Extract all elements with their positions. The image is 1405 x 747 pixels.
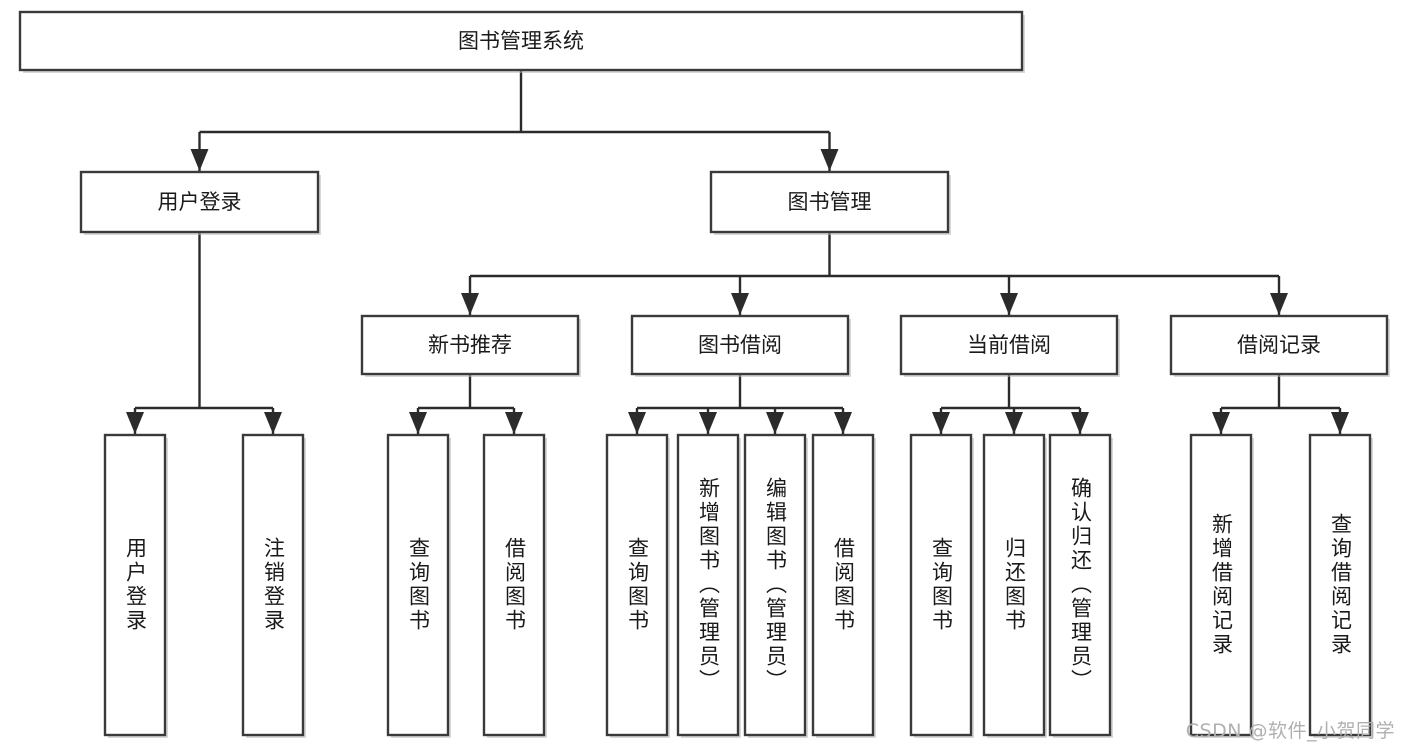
arrow-into-leaf-add-record xyxy=(1212,412,1230,434)
arrow-into-borrow-record xyxy=(1270,293,1288,315)
arrow-into-leaf-query-record xyxy=(1331,412,1349,434)
node-box-leaf-logout[interactable] xyxy=(241,433,305,737)
node-label-root: 图书管理系统 xyxy=(458,29,584,53)
arrow-into-leaf-user-login xyxy=(126,412,144,434)
node-label-new-book-rec: 新书推荐 xyxy=(428,333,512,357)
arrow-into-leaf-query-book-1 xyxy=(409,412,427,434)
arrow-into-leaf-return-book xyxy=(1005,412,1023,434)
arrow-into-book-borrow xyxy=(731,293,749,315)
connectors-layer xyxy=(126,70,1349,434)
node-box-leaf-confirm-return[interactable] xyxy=(1048,433,1112,737)
node-label-current-borrow: 当前借阅 xyxy=(967,333,1051,357)
arrow-into-leaf-add-book xyxy=(699,412,717,434)
node-box-current-borrow[interactable] xyxy=(899,314,1119,376)
arrow-into-book-manage xyxy=(820,149,839,171)
arrow-into-leaf-query-book-2 xyxy=(628,412,646,434)
arrow-into-leaf-logout xyxy=(264,412,282,434)
node-box-leaf-edit-book[interactable] xyxy=(743,433,807,737)
node-box-book-manage[interactable] xyxy=(709,170,950,234)
arrow-into-user-login xyxy=(190,149,209,171)
arrow-into-new-book-rec xyxy=(461,293,479,315)
node-box-leaf-add-record[interactable] xyxy=(1189,433,1253,737)
node-box-user-login[interactable] xyxy=(79,170,320,234)
node-box-root[interactable] xyxy=(18,10,1024,72)
node-box-leaf-borrow-book-1[interactable] xyxy=(482,433,546,737)
node-box-leaf-query-book-3[interactable] xyxy=(909,433,973,737)
node-box-leaf-user-login[interactable] xyxy=(103,433,167,737)
csdn-watermark: CSDN @软件_小贺同学 xyxy=(1185,720,1395,742)
node-label-book-manage: 图书管理 xyxy=(788,190,872,214)
node-box-leaf-borrow-book-2[interactable] xyxy=(811,433,875,737)
node-box-new-book-rec[interactable] xyxy=(360,314,580,376)
arrow-into-leaf-borrow-book-1 xyxy=(505,412,523,434)
arrow-into-current-borrow xyxy=(1000,293,1018,315)
arrow-into-leaf-confirm-return xyxy=(1071,412,1089,434)
arrow-into-leaf-edit-book xyxy=(766,412,784,434)
node-label-borrow-record: 借阅记录 xyxy=(1237,333,1321,357)
node-box-leaf-query-record[interactable] xyxy=(1308,433,1372,737)
node-box-leaf-query-book-2[interactable] xyxy=(605,433,669,737)
node-box-borrow-record[interactable] xyxy=(1169,314,1389,376)
node-box-leaf-add-book[interactable] xyxy=(676,433,740,737)
arrow-into-leaf-borrow-book-2 xyxy=(834,412,852,434)
node-box-leaf-query-book-1[interactable] xyxy=(386,433,450,737)
arrow-into-leaf-query-book-3 xyxy=(932,412,950,434)
node-label-user-login: 用户登录 xyxy=(158,190,242,214)
node-label-book-borrow: 图书借阅 xyxy=(698,333,782,357)
node-box-book-borrow[interactable] xyxy=(630,314,850,376)
node-box-leaf-return-book[interactable] xyxy=(982,433,1046,737)
